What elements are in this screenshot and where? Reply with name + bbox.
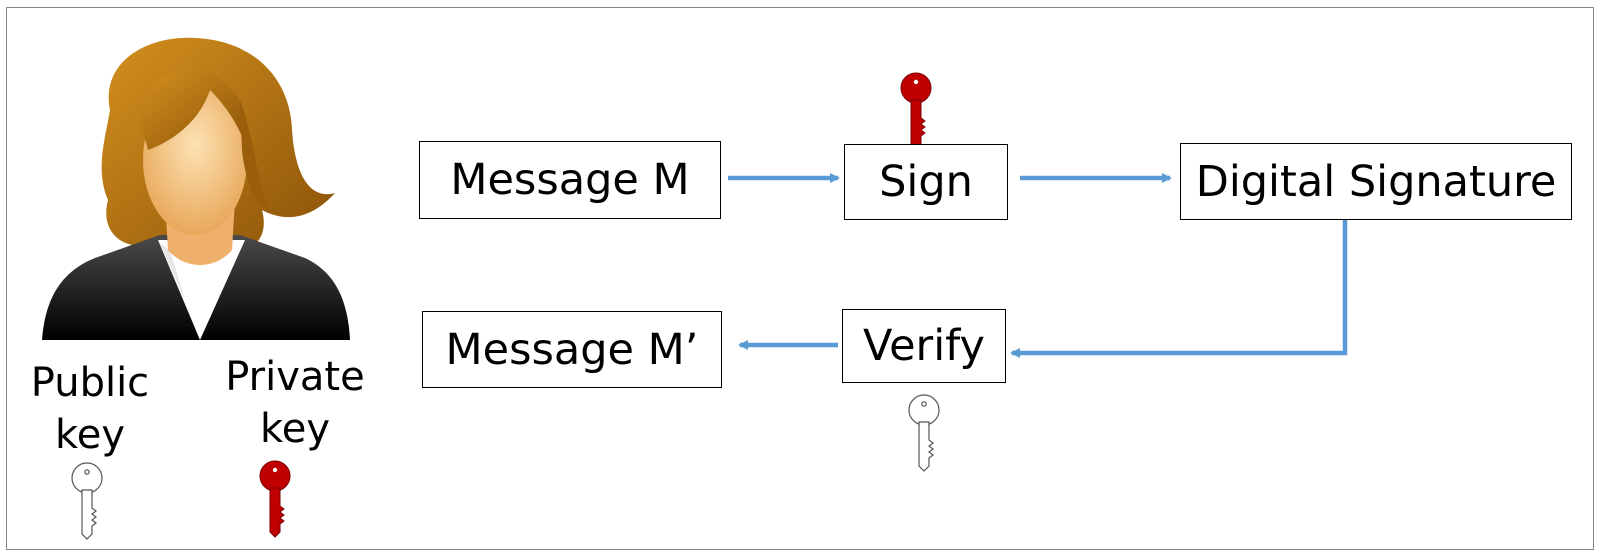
verify-box: Verify (842, 309, 1006, 383)
message-m-box: Message M (419, 141, 721, 219)
digital-signature-box: Digital Signature (1180, 143, 1572, 220)
white-key-icon (908, 394, 940, 472)
red-key-icon (900, 72, 932, 150)
woman-avatar-icon (42, 37, 350, 340)
private-key-label-line1: Private (225, 354, 365, 400)
public-key-label: Public key (10, 357, 170, 461)
private-key-label-line2: key (259, 406, 331, 452)
red-key-icon (259, 460, 291, 538)
public-key-label-line2: key (54, 412, 126, 458)
message-m-prime-box: Message M’ (422, 311, 722, 388)
sign-box: Sign (844, 144, 1008, 220)
arrow-signature-to-verify (1010, 218, 1348, 358)
public-key-label-line1: Public (30, 360, 150, 406)
private-key-label: Private key (210, 351, 380, 455)
flow-arrows (728, 173, 1348, 358)
white-key-icon (71, 462, 103, 540)
